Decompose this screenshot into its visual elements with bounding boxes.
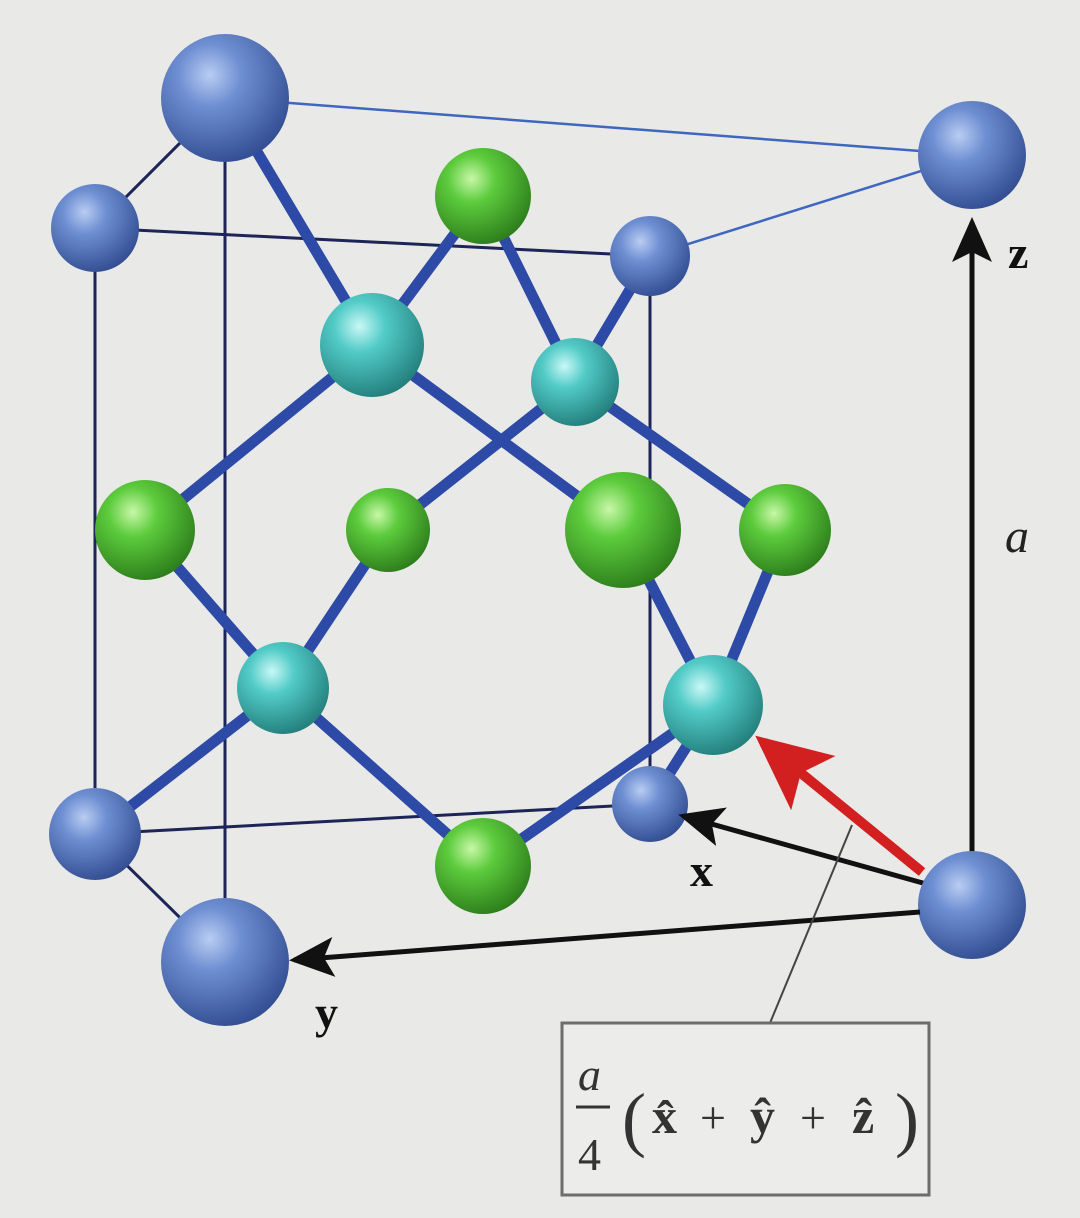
formula-close-paren: ) [895,1079,919,1159]
corner-atom [612,766,688,842]
y-axis-label: y [315,987,338,1038]
face-atom [435,148,531,244]
corner-atom [918,101,1026,209]
lattice-constant-label: a [1005,510,1029,563]
origin-atom [918,851,1026,959]
y-axis-arrow [289,909,921,977]
face-atom [95,480,195,580]
formula-open-paren: ( [622,1079,646,1159]
cell-edge [649,153,973,258]
x-axis-arrow [678,807,931,888]
corner-atom [51,184,139,272]
basis-vector-arrow [755,735,926,876]
corner-atom [49,788,141,880]
formula-x-hat: x̂ [652,1088,677,1144]
formula-plus: + [800,1092,826,1143]
interior-atom [531,338,619,426]
atoms [49,34,1026,914]
corner-atom [161,898,289,1026]
formula-plus: + [700,1092,726,1143]
corner-atom [161,34,289,162]
formula-y-hat: ŷ [750,1088,775,1144]
corner-atom [610,216,690,296]
formula-denominator: 4 [578,1129,601,1180]
cell-edge [94,226,651,258]
cell-edge [224,96,973,157]
face-atom [346,488,430,572]
formula-leader-line [769,824,853,1024]
x-axis-label: x [690,845,713,896]
interior-atom [320,293,424,397]
z-axis-label: z [1008,227,1028,278]
formula-box: a 4 ( x̂ + ŷ + ẑ ) [560,1021,931,1197]
face-atom [565,472,681,588]
formula-numerator: a [578,1049,601,1100]
interior-atom [237,642,329,734]
formula-z-hat: ẑ [852,1088,874,1144]
formula-box-border [560,1021,931,1197]
interior-atom [663,655,763,755]
face-atom [739,484,831,576]
face-atom [435,818,531,914]
